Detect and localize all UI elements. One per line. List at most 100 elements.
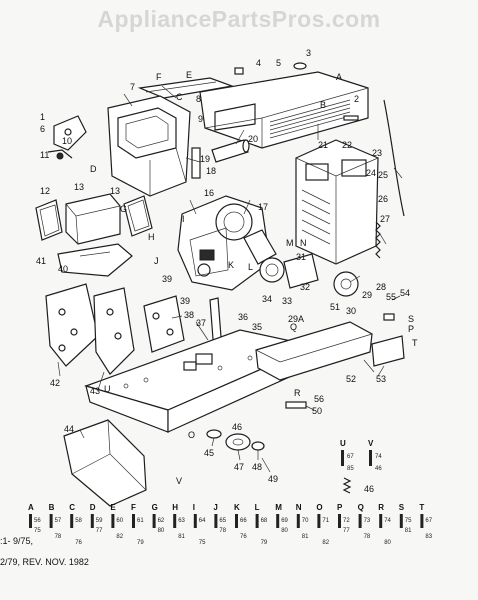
callout-34: 34 (262, 294, 272, 304)
letter-T: T (412, 338, 418, 348)
callout-17: 17 (258, 202, 268, 212)
callout-46: 46 (232, 422, 242, 432)
bolt-icon (369, 450, 372, 466)
spring-27[interactable] (375, 221, 381, 259)
hardware-letter: S (399, 503, 405, 512)
hardware-letter: O (316, 503, 322, 512)
hardware-sub-number: 85 (347, 466, 354, 472)
bracket-44[interactable] (63, 419, 147, 507)
callout-43: 43 (90, 386, 100, 396)
column-19[interactable] (191, 147, 201, 179)
hardware-number: 72 (343, 518, 350, 524)
bolt-50[interactable] (285, 401, 307, 409)
callout-35: 35 (252, 322, 262, 332)
washer-48[interactable] (251, 441, 265, 451)
bolt-54[interactable] (383, 313, 395, 321)
callout-18: 18 (206, 166, 216, 176)
hardware-sub-number: 46 (375, 466, 382, 472)
dash-panel[interactable] (107, 95, 191, 197)
watermark: AppliancePartsPros.com (97, 6, 381, 32)
hardware-sub-number: 83 (425, 534, 432, 540)
bolt-icon (296, 514, 300, 528)
rear-support-52[interactable] (255, 321, 373, 381)
fuel-tank-13[interactable] (65, 193, 121, 245)
spring-46[interactable] (342, 477, 352, 494)
generator-17[interactable] (243, 229, 277, 265)
pulley-47[interactable] (225, 433, 251, 451)
letter-C: C (176, 92, 183, 102)
hardware-sub-number: 80 (158, 528, 165, 534)
washer-45[interactable] (206, 429, 222, 439)
callout-10: 10 (62, 136, 72, 146)
pulley-29[interactable] (333, 271, 359, 297)
callout-29: 29 (362, 290, 372, 300)
hardware-letter: V (368, 439, 374, 448)
hood-knob-3[interactable] (293, 62, 307, 70)
cylinder-20[interactable] (211, 139, 250, 163)
plate-53[interactable] (371, 335, 405, 367)
bolt-icon (193, 514, 197, 528)
tank-bracket-41[interactable] (57, 243, 133, 277)
side-plate-38[interactable] (143, 295, 185, 353)
switch-bracket-8[interactable] (53, 115, 87, 151)
radiator-housing[interactable] (295, 139, 379, 265)
top-plate[interactable] (137, 77, 235, 99)
letter-S: S (408, 314, 414, 324)
hardware-sub-number: 82 (322, 540, 329, 546)
letter-Q: Q (290, 322, 297, 332)
hardware-sub-number: 75 (34, 528, 41, 534)
side-plate-43[interactable] (93, 287, 135, 375)
letter-B: B (320, 100, 326, 110)
hardware-sub-number: 79 (137, 540, 144, 546)
letter-N: N (300, 238, 307, 248)
bolt-icon (173, 514, 177, 528)
hardware-letter: D (90, 503, 96, 512)
callout-41: 41 (36, 256, 46, 266)
bolt-icon (111, 514, 115, 528)
hardware-number: 66 (240, 518, 247, 524)
key-switch-11[interactable] (47, 149, 73, 160)
hardware-number: 63 (178, 518, 185, 524)
callout-37: 37 (196, 318, 206, 328)
callout-32: 32 (300, 282, 310, 292)
hood-assembly[interactable] (199, 71, 369, 149)
hood-knob-4[interactable] (234, 67, 244, 75)
letter-E: E (186, 70, 192, 80)
front-plate-42[interactable] (45, 283, 99, 367)
bolt-2[interactable] (343, 115, 359, 121)
starter-31[interactable] (259, 253, 319, 289)
headlight-left-12[interactable] (35, 199, 63, 241)
engine-16[interactable] (177, 195, 271, 291)
throttle-cable-26[interactable] (383, 99, 405, 217)
callout-12: 12 (40, 186, 50, 196)
headlight-right-12[interactable] (123, 195, 153, 237)
hardware-number: 74 (384, 518, 391, 524)
callout-44: 44 (64, 424, 74, 434)
letter-H: H (148, 232, 155, 242)
bolt-icon (338, 514, 341, 528)
